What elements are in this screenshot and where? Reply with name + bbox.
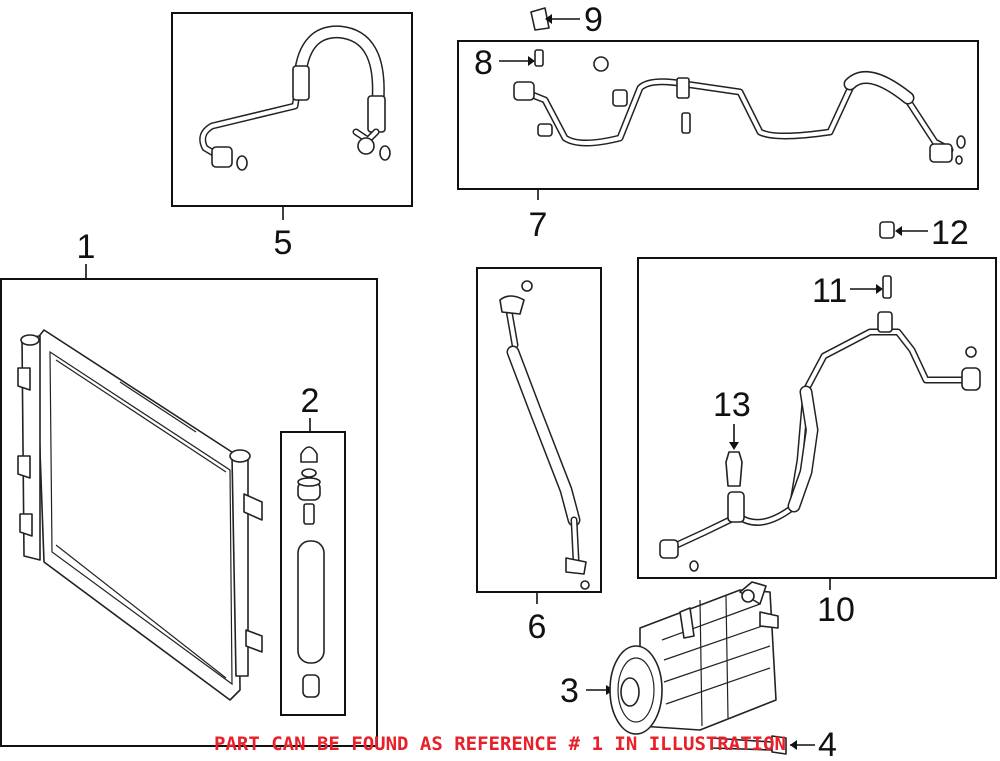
callout-10: 10 [817, 591, 855, 629]
hose-5-group: 5 [171, 12, 413, 262]
callout-13: 13 [713, 386, 751, 424]
frame-10 [637, 257, 997, 579]
refrigerant-line-icon [659, 311, 981, 572]
callout-12: 12 [931, 214, 969, 252]
callout-8-group: 8 [474, 44, 544, 82]
condenser-icon [17, 329, 263, 701]
drier-group: 2 [280, 382, 346, 716]
callout-9-group: 9 [530, 1, 603, 39]
callout-11-group: 11 [812, 272, 892, 310]
reference-notice-banner: PART CAN BE FOUND AS REFERENCE # 1 IN IL… [214, 733, 786, 755]
frame-1 [0, 278, 378, 747]
frame-7 [457, 40, 979, 190]
callout-11: 11 [812, 272, 847, 310]
callout-3: 3 [560, 672, 579, 710]
condenser-group: 1 [0, 228, 378, 747]
callout-2: 2 [301, 382, 320, 420]
callout-6: 6 [528, 608, 547, 646]
refrigerant-line-icon [513, 56, 966, 165]
callout-9: 9 [584, 1, 603, 39]
callout-8: 8 [474, 44, 493, 82]
line-10-group: 10 [637, 257, 997, 629]
callout-7: 7 [529, 206, 548, 244]
receiver-drier-icon [297, 446, 325, 698]
callout-12-group: 12 [879, 214, 969, 252]
callout-4: 4 [818, 726, 837, 761]
refrigerant-line-icon [499, 280, 590, 590]
callout-13-group: 13 [713, 386, 751, 487]
callout-5: 5 [274, 224, 293, 262]
hose-6-group: 6 [476, 267, 602, 646]
callout-4-group: 4 [711, 726, 837, 761]
frame-5 [171, 12, 413, 207]
line-7-group: 7 [457, 40, 979, 244]
refrigerant-line-icon [199, 25, 391, 171]
ac-compressor-icon [609, 581, 779, 735]
frame-2 [280, 431, 346, 716]
frame-6 [476, 267, 602, 593]
callout-1: 1 [77, 228, 96, 266]
compressor-group: 3 [560, 581, 779, 735]
